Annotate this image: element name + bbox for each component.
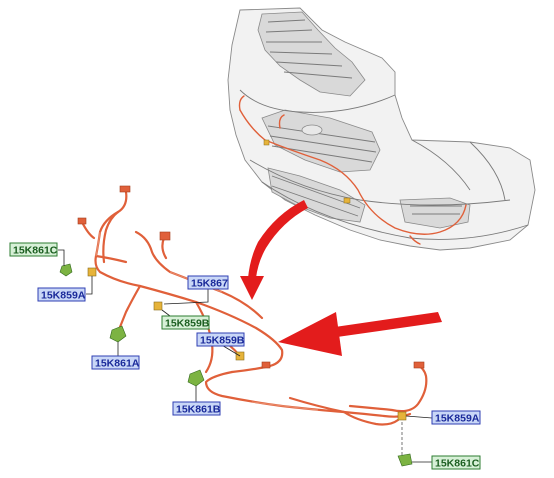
callout-15k859b-top: 15K859B	[161, 315, 210, 330]
callout-15k859b-mid: 15K859B	[196, 332, 245, 347]
callout-label: 15K861C	[13, 245, 58, 257]
callout-15k859a-right: 15K859A	[431, 410, 481, 425]
front-bumper-illustration	[227, 7, 536, 251]
callout-label: 15K859B	[165, 318, 210, 330]
callout-15k867: 15K867	[187, 275, 229, 290]
callout-15k861c-top: 15K861C	[9, 242, 58, 257]
callout-label: 15K859B	[200, 335, 245, 347]
callout-15k861b: 15K861B	[172, 401, 221, 416]
callout-label: 15K861A	[95, 358, 140, 370]
callout-15k861c-bottom: 15K861C	[431, 455, 481, 470]
callout-label: 15K861B	[176, 404, 221, 416]
curved-arrow-icon	[240, 200, 308, 300]
straight-arrow-icon	[278, 312, 442, 356]
callout-15k859a-left: 15K859A	[37, 287, 86, 302]
callout-15k861a: 15K861A	[91, 355, 140, 370]
callout-label: 15K859A	[435, 413, 480, 425]
callout-label: 15K867	[191, 278, 228, 290]
callout-label: 15K861C	[435, 458, 480, 470]
callout-label: 15K859A	[41, 290, 86, 302]
